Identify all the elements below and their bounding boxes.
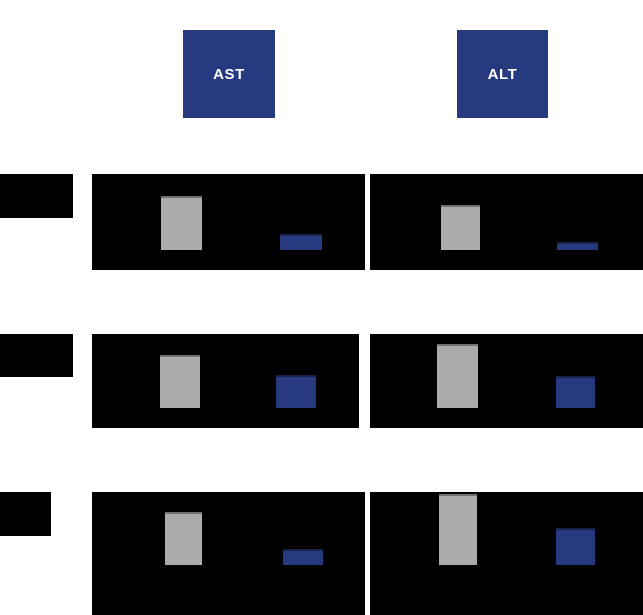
bar-gray (439, 494, 477, 565)
bar-blue (276, 375, 316, 408)
bar-blue (283, 549, 323, 565)
row-label-1 (0, 174, 73, 218)
chart-panel-alt-row3 (370, 492, 643, 615)
bar-gray (161, 196, 202, 250)
chart-panel-ast-row1 (92, 174, 365, 270)
column-header-ast-label: AST (213, 65, 245, 83)
chart-panel-alt-row1 (370, 174, 643, 270)
row-label-2 (0, 334, 73, 377)
bar-blue (557, 242, 598, 250)
bar-gray (160, 355, 200, 408)
bar-blue (556, 376, 595, 408)
row-label-3 (0, 492, 51, 536)
bar-blue (556, 528, 595, 565)
bar-gray (437, 344, 478, 408)
column-header-ast: AST (183, 30, 275, 118)
bar-gray (165, 512, 202, 565)
chart-panel-alt-row2 (370, 334, 643, 428)
column-header-alt-label: ALT (487, 65, 518, 83)
bar-gray (441, 205, 480, 250)
column-header-alt: ALT (457, 30, 548, 118)
bar-blue (280, 234, 322, 250)
chart-panel-ast-row3 (92, 492, 365, 615)
chart-panel-ast-row2 (92, 334, 359, 428)
